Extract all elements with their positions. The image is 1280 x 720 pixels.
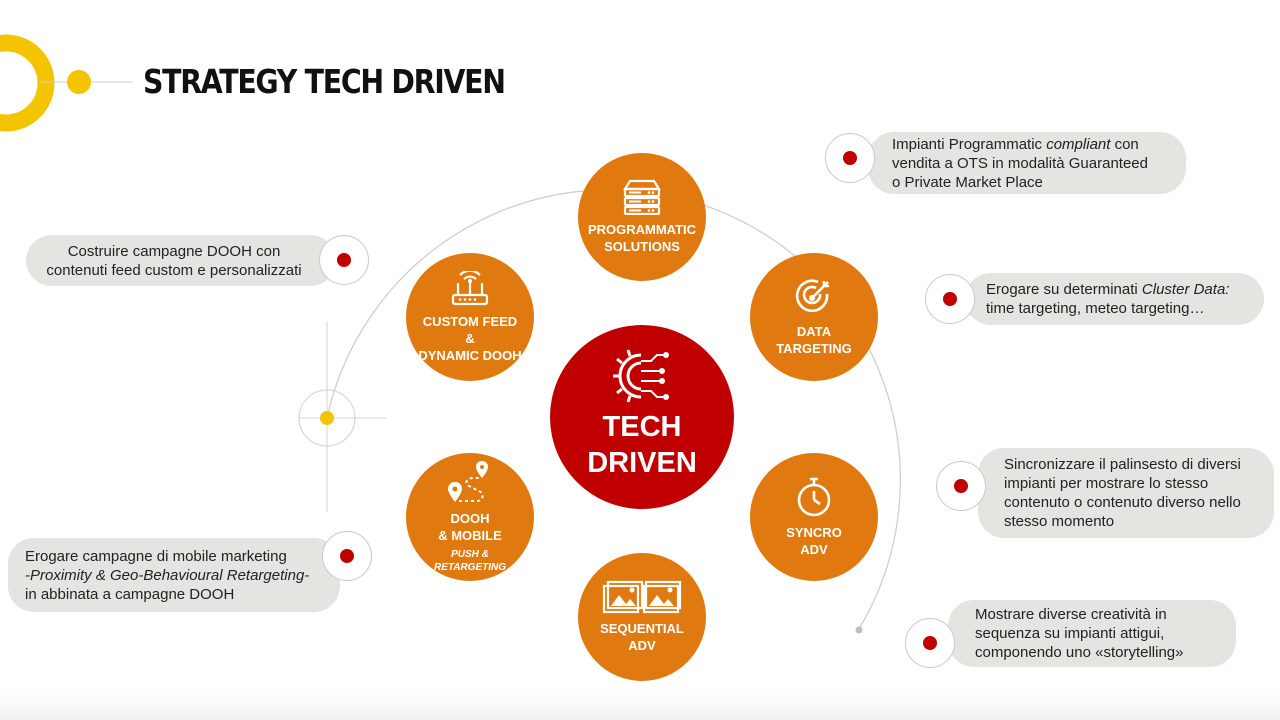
gear-circuit-icon [613, 349, 669, 403]
marker-dot [843, 151, 857, 165]
stopwatch-icon [797, 477, 831, 517]
hub-custom-feed-dynamic-dooh: CUSTOM FEED & DYNAMIC DOOH [406, 253, 534, 381]
crosshair-dot [320, 411, 334, 425]
desc-dooh-mobile: Erogare campagne di mobile marketing -Pr… [8, 538, 340, 612]
desc-programmatic-text: Impianti Programmatic compliant con vend… [892, 135, 1148, 191]
server-icon [623, 179, 661, 215]
router-icon [451, 270, 489, 305]
marker-dot [943, 292, 957, 306]
desc-data-targeting: Erogare su determinati Cluster Data: tim… [965, 273, 1264, 325]
marker-sequential [905, 618, 955, 668]
desc-dooh-mobile-text: Erogare campagne di mobile marketing -Pr… [25, 547, 310, 603]
desc-custom-feed: Costruire campagne DOOH con contenuti fe… [26, 235, 336, 286]
hub-label: SYNCRO ADV [786, 525, 842, 557]
hub-label: CUSTOM FEED & DYNAMIC DOOH [418, 313, 522, 363]
hub-label: PROGRAMMATIC SOLUTIONS [587, 222, 697, 254]
images-icon [602, 580, 682, 614]
tech-driven-center: TECH DRIVEN [550, 325, 734, 509]
marker-dooh-mobile [322, 531, 372, 581]
marker-dot [337, 253, 351, 267]
marker-dot [340, 549, 354, 563]
hub-label: DOOH & MOBILE [438, 511, 502, 543]
hub-sequential-adv: SEQUENTIAL ADV [578, 553, 706, 681]
marker-data-targeting [925, 274, 975, 324]
hub-syncro-adv: SYNCRO ADV [750, 453, 878, 581]
marker-syncro [936, 461, 986, 511]
page-title: STRATEGY TECH DRIVEN [143, 62, 506, 101]
hub-programmatic-solutions: PROGRAMMATIC SOLUTIONS [578, 153, 706, 281]
hub-dooh-mobile: DOOH & MOBILE PUSH & RETARGETING [406, 453, 534, 581]
hub-label: SEQUENTIAL ADV [600, 621, 684, 653]
center-label: TECH DRIVEN [587, 411, 697, 479]
marker-custom-feed [319, 235, 369, 285]
hub-label: DATA TARGETING [776, 324, 852, 356]
desc-data-targeting-text: Erogare su determinati Cluster Data: tim… [986, 281, 1230, 317]
desc-syncro-text: Sincronizzare il palinsesto di diversi i… [1004, 456, 1241, 530]
yellow-dot [67, 70, 91, 94]
desc-programmatic: Impianti Programmatic compliant con vend… [868, 132, 1186, 194]
route-pin-icon [448, 461, 488, 502]
marker-programmatic [825, 133, 875, 183]
desc-sequential-text: Mostrare diverse creatività in sequenza … [975, 606, 1184, 661]
crosshair-ring [298, 389, 356, 447]
arc-end-dot [855, 626, 863, 634]
target-icon [795, 279, 829, 313]
desc-sequential: Mostrare diverse creatività in sequenza … [948, 600, 1236, 667]
marker-dot [954, 479, 968, 493]
yellow-ring-logo [0, 34, 55, 132]
desc-syncro: Sincronizzare il palinsesto di diversi i… [978, 448, 1274, 538]
hub-sublabel: PUSH & RETARGETING [433, 549, 507, 573]
orbit-arc [326, 189, 901, 630]
hub-data-targeting: DATA TARGETING [750, 253, 878, 381]
desc-custom-feed-text: Costruire campagne DOOH con contenuti fe… [46, 242, 302, 279]
bottom-fade [0, 680, 1280, 720]
marker-dot [923, 636, 937, 650]
